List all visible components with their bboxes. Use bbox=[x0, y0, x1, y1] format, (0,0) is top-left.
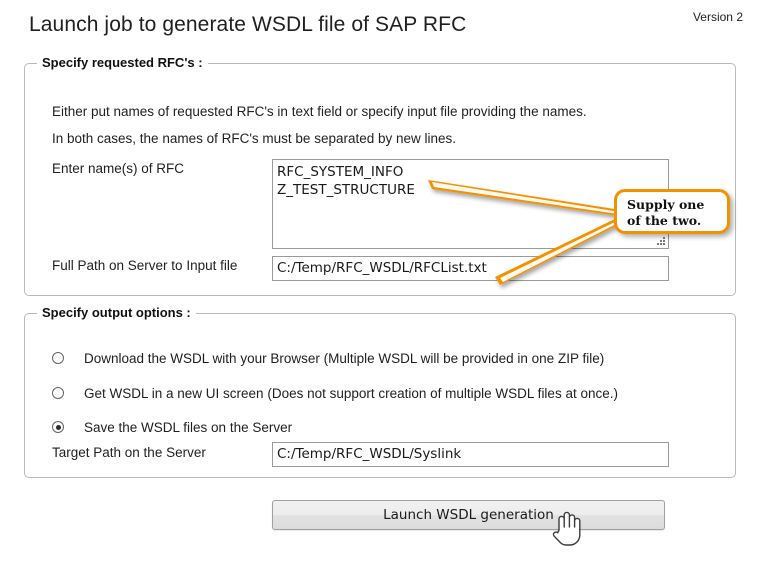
output-options-section: Specify output options : bbox=[24, 305, 736, 478]
radio-option-new-ui-screen[interactable]: Get WSDL in a new UI screen (Does not su… bbox=[52, 383, 618, 403]
radio-option-save-on-server[interactable]: Save the WSDL files on the Server bbox=[52, 417, 292, 437]
target-path-field[interactable]: C:/Temp/RFC_WSDL/Syslink bbox=[272, 442, 669, 467]
radio-icon[interactable] bbox=[52, 352, 64, 364]
radio-option-download-browser[interactable]: Download the WSDL with your Browser (Mul… bbox=[52, 348, 604, 368]
radio-icon-selected[interactable] bbox=[52, 421, 64, 433]
rfc-section: Specify requested RFC's : bbox=[24, 55, 736, 296]
page-title: Launch job to generate WSDL file of SAP … bbox=[29, 13, 467, 36]
rfc-names-label: Enter name(s) of RFC bbox=[52, 161, 185, 176]
radio-icon[interactable] bbox=[52, 387, 64, 399]
input-file-field[interactable]: C:/Temp/RFC_WSDL/RFCList.txt bbox=[272, 256, 669, 281]
rfc-names-textarea[interactable]: RFC_SYSTEM_INFO Z_TEST_STRUCTURE bbox=[272, 159, 669, 249]
rfc-section-legend: Specify requested RFC's : bbox=[37, 55, 208, 70]
version-label: Version 2 bbox=[692, 10, 743, 24]
rfc-instruction-line-1: Either put names of requested RFC's in t… bbox=[52, 104, 587, 119]
input-file-label: Full Path on Server to Input file bbox=[52, 258, 238, 273]
launch-wsdl-generation-button[interactable]: Launch WSDL generation bbox=[272, 500, 665, 530]
rfc-instruction-line-2: In both cases, the names of RFC's must b… bbox=[52, 131, 457, 146]
radio-option-label: Save the WSDL files on the Server bbox=[84, 419, 293, 435]
textarea-resize-grip[interactable] bbox=[657, 237, 667, 247]
radio-option-label: Download the WSDL with your Browser (Mul… bbox=[84, 350, 605, 366]
radio-option-label: Get WSDL in a new UI screen (Does not su… bbox=[84, 385, 618, 401]
output-options-legend: Specify output options : bbox=[37, 305, 196, 320]
target-path-label: Target Path on the Server bbox=[52, 445, 206, 460]
